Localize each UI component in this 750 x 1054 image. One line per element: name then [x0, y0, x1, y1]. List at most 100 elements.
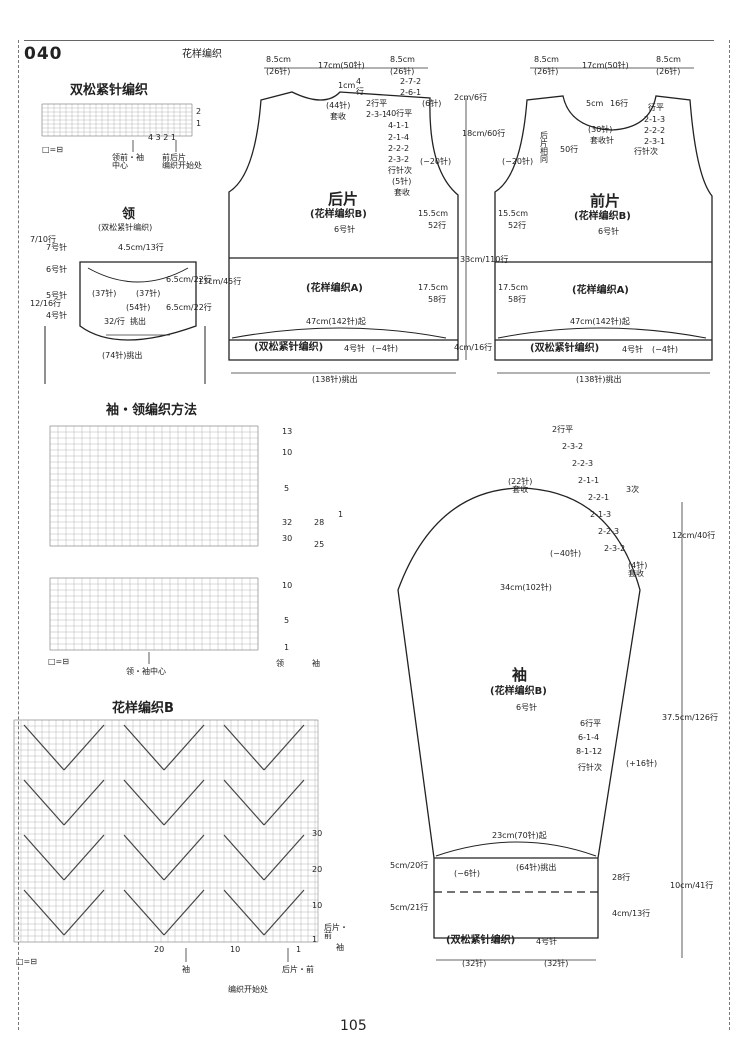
front-neck-1: 5cm [586, 99, 604, 108]
rib-row-1: 1 [196, 119, 202, 128]
sleeve-inc-4: 行针次 [578, 763, 602, 772]
back-rib-needle: 4号针 [344, 344, 366, 353]
back-top-4: 8.5cm [390, 55, 415, 64]
rib-chart-title: 双松紧针编织 [70, 83, 149, 98]
method-row-10: 10 [282, 448, 293, 457]
back-neck-9: 2-7-2 [400, 77, 422, 86]
sleeve-side-1: 28行 [612, 873, 631, 882]
front-ld-3: 17.5cm [498, 283, 529, 292]
back-top-1: 8.5cm [266, 55, 291, 64]
back-rib: (双松紧针编织) [254, 342, 324, 353]
front-mid-cm: 50行 [560, 145, 579, 154]
pb-row-20: 20 [312, 865, 323, 874]
method-circle-1: 1 [338, 510, 344, 519]
pattern-b-title: 花样编织B [112, 701, 174, 716]
sleeve-side-2: 4cm/13行 [612, 909, 651, 918]
method-title: 袖・领编织方法 [106, 403, 198, 418]
sleeve-inc-1: 6行平 [580, 719, 602, 728]
front-neck-6: 2-1-3 [644, 115, 666, 124]
front-ld-2: 52行 [508, 221, 527, 230]
sleeve-cap-bind: (4针) 套收 [628, 561, 648, 578]
method-row-28: 28 [314, 518, 325, 527]
back-neck-10: 2-6-1 [400, 88, 422, 97]
method-center: 领・袖中心 [126, 667, 166, 676]
method-row-32: 32 [282, 518, 293, 527]
front-neck-5: 行平 [648, 103, 664, 112]
pb-bottom-sleeve: 袖 [182, 965, 190, 974]
front-top-3: 17cm(50针) [582, 61, 629, 70]
collar-needle-4: 4号针 [46, 311, 68, 320]
sleeve-ld-1: 5cm/20行 [390, 861, 429, 870]
front-top-2: (26针) [534, 67, 559, 76]
back-arm-4: 行针次 [388, 166, 412, 175]
collar-cm-2: 12/16行 [30, 299, 62, 308]
sleeve-ld-2: 5cm/21行 [390, 903, 429, 912]
center-top: 2cm/6行 [454, 93, 488, 102]
section-title: 花样编织 [182, 49, 222, 60]
front-neck-3: (30针) [588, 125, 613, 134]
back-arm-6: 套收 [394, 188, 410, 197]
sleeve-cap-5: 2-2-1 [588, 493, 610, 502]
collar-subtitle: (双松紧针编织) [98, 223, 153, 232]
back-title: 后片 [328, 190, 359, 208]
method-row-5: 5 [284, 484, 290, 493]
pb-row-1: 1 [312, 935, 318, 944]
page-edge-dashes-right [729, 40, 730, 1030]
center-total: 33cm/110行 [460, 255, 509, 264]
back-ld-2: 52行 [428, 221, 447, 230]
sleeve-cap-7: 2-2-3 [598, 527, 620, 536]
front-width: 47cm(142针)起 [570, 317, 630, 326]
back-arm-7: (−20针) [420, 157, 452, 166]
pattern-number: 040 [24, 44, 63, 64]
sleeve-pick: (64针)挑出 [516, 863, 557, 872]
front-side-note: 后片相同 [540, 131, 548, 164]
back-minus: (−4针) [372, 344, 399, 353]
sleeve-cap-6: 2-1-3 [590, 510, 612, 519]
front-top-5: (26针) [656, 67, 681, 76]
sleeve-cast-on: 23cm(70针)起 [492, 831, 547, 840]
sleeve-cap-minus: (−40针) [550, 549, 582, 558]
sleeve-rib: (双松紧针编织) [446, 935, 516, 946]
pb-legend: □=⊟ [16, 957, 37, 966]
method-b-row-5: 5 [284, 616, 290, 625]
front-neck-8: 2-3-1 [644, 137, 666, 146]
page-edge-dashes [18, 40, 19, 1030]
sleeve-arc [435, 841, 597, 857]
front-neck-9: 行针次 [634, 147, 658, 156]
sleeve-repeat: 3次 [626, 485, 640, 494]
pb-row-10: 10 [312, 901, 323, 910]
front-rib: (双松紧针编织) [530, 343, 600, 354]
front-pattern: (花样编织B) [574, 211, 631, 222]
back-needle: 6号针 [334, 225, 356, 234]
back-pattern: (花样编织B) [310, 209, 367, 220]
collar-pick-label: 挑出 [130, 317, 146, 326]
collar-pick-rows: 32/行 [104, 317, 125, 326]
method-sleeve: 袖 [312, 659, 320, 668]
pb-label-sleeve: 袖 [336, 943, 344, 952]
back-neck-7: 2-3-1 [366, 110, 388, 119]
back-neck-6: 2行平 [366, 99, 388, 108]
back-neck-12: (6针) [422, 99, 442, 108]
back-neck-3: 行 [356, 87, 364, 96]
pb-col-20: 20 [154, 945, 165, 954]
header-rule [24, 40, 714, 41]
back-width: 47cm(142针)起 [306, 317, 366, 326]
collar-right-2: 13cm/45行 [198, 277, 242, 286]
collar-needle-6: 6号针 [46, 265, 68, 274]
collar-mid-1: (37针) [92, 289, 117, 298]
sleeve-cap-1: 2行平 [552, 425, 574, 434]
sleeve-pattern: (花样编织B) [490, 686, 547, 697]
back-top-5: (26针) [390, 67, 415, 76]
front-arc [497, 327, 707, 339]
front-piece-outline [494, 95, 713, 361]
front-neck-7: 2-2-2 [644, 126, 666, 135]
back-bottom: (138针)挑出 [312, 375, 358, 384]
sleeve-needle: 6号针 [516, 703, 538, 712]
pb-col-10: 10 [230, 945, 241, 954]
front-minus: (−4针) [652, 345, 679, 354]
sleeve-title: 袖 [512, 666, 528, 684]
front-title: 前片 [590, 192, 621, 210]
back-neck-5: 套收 [330, 112, 346, 121]
